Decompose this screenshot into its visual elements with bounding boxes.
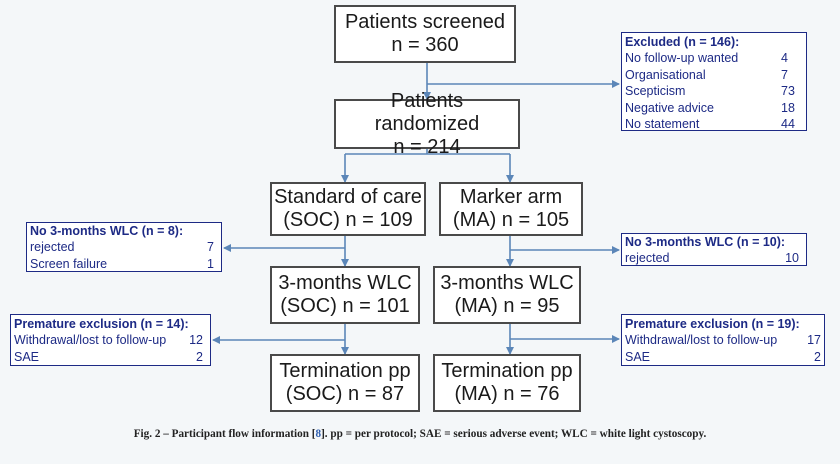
reason-count: 7 <box>207 240 214 255</box>
node-title: 3-months WLC <box>440 272 574 294</box>
node-title: Termination pp <box>441 360 573 382</box>
reason-label: No follow-up wanted <box>625 51 739 66</box>
node-standard-of-care: Standard of care (SOC) n = 109 <box>270 182 426 236</box>
list-item: Scepticism 73 <box>625 83 803 99</box>
soc-no-wlc-header: No 3-months WLC (n = 8): <box>30 224 184 238</box>
reason-label: rejected <box>625 251 670 266</box>
node-value: (SOC) n = 101 <box>280 295 410 317</box>
node-value: n = 214 <box>393 135 461 158</box>
list-item: Organisational 7 <box>625 67 803 83</box>
reason-count: 73 <box>781 84 795 99</box>
reason-label: rejected <box>30 240 75 255</box>
reason-label: Scepticism <box>625 84 686 99</box>
list-item: Withdrawal/lost to follow-up 12 <box>14 332 207 348</box>
node-ma-termination: Termination pp (MA) n = 76 <box>433 354 581 412</box>
reason-label: No statement <box>625 117 700 132</box>
reason-count: 2 <box>196 349 203 364</box>
node-title: Patients screened <box>344 11 506 33</box>
node-value: (MA) n = 95 <box>454 295 560 317</box>
reason-label: Screen failure <box>30 256 108 271</box>
ma-no-wlc-header: No 3-months WLC (n = 10): <box>625 235 786 249</box>
reason-label: Organisational <box>625 67 706 82</box>
list-item: Negative advice 18 <box>625 100 803 116</box>
list-item: SAE 2 <box>625 349 821 365</box>
soc-premature-header: Premature exclusion (n = 14): <box>14 317 189 331</box>
soc-no-wlc-box: No 3-months WLC (n = 8): rejected 7 Scree… <box>26 222 222 272</box>
reason-count: 17 <box>807 333 821 348</box>
reason-count: 18 <box>781 100 795 115</box>
node-marker-arm: Marker arm (MA) n = 105 <box>439 182 583 236</box>
reason-label: SAE <box>14 349 40 364</box>
excluded-header: Excluded (n = 146): <box>625 35 740 49</box>
excluded-box: Excluded (n = 146): No follow-up wanted 4… <box>621 32 807 131</box>
list-item: No statement 44 <box>625 116 803 132</box>
reason-count: 44 <box>781 117 795 132</box>
reason-count: 4 <box>781 51 788 66</box>
node-value: (SOC) n = 109 <box>283 209 413 231</box>
soc-premature-box: Premature exclusion (n = 14): Withdrawal… <box>10 314 211 366</box>
caption-reference-link[interactable]: 8 <box>315 428 322 440</box>
ma-premature-box: Premature exclusion (n = 19): Withdrawal… <box>621 314 825 366</box>
node-title: 3-months WLC <box>278 272 412 294</box>
node-patients-screened: Patients screened n = 360 <box>334 5 516 63</box>
figure-caption: Fig. 2 – Participant flow information [8… <box>0 428 840 440</box>
reason-count: 7 <box>781 67 788 82</box>
node-soc-termination: Termination pp (SOC) n = 87 <box>270 354 420 412</box>
caption-lead: Fig. 2 – Participant flow information [ <box>133 428 316 440</box>
node-value: (SOC) n = 87 <box>285 383 405 405</box>
node-title: Patients randomized <box>374 89 480 135</box>
list-item: Screen failure 1 <box>30 256 218 272</box>
ma-premature-header: Premature exclusion (n = 19): <box>625 317 800 331</box>
reason-label: SAE <box>625 349 651 364</box>
reason-count: 2 <box>814 349 821 364</box>
node-title: Termination pp <box>279 360 411 382</box>
list-item: No follow-up wanted 4 <box>625 50 803 66</box>
list-item: rejected 10 <box>625 250 803 266</box>
reason-count: 10 <box>785 251 799 266</box>
caption-tail: ]. pp = per protocol; SAE = serious adve… <box>321 428 707 440</box>
node-title: Marker arm <box>459 186 563 208</box>
node-title: Standard of care <box>274 186 422 208</box>
node-ma-wlc: 3-months WLC (MA) n = 95 <box>433 266 581 324</box>
ma-no-wlc-box: No 3-months WLC (n = 10): rejected 10 <box>621 233 807 266</box>
reason-label: Negative advice <box>625 100 714 115</box>
reason-count: 12 <box>189 333 203 348</box>
node-value: n = 360 <box>391 34 459 56</box>
list-item: Withdrawal/lost to follow-up 17 <box>625 332 821 348</box>
list-item: rejected 7 <box>30 239 218 255</box>
node-value: (MA) n = 105 <box>452 209 570 231</box>
reason-label: Withdrawal/lost to follow-up <box>625 333 778 348</box>
node-value: (MA) n = 76 <box>454 383 560 405</box>
reason-count: 1 <box>207 256 214 271</box>
node-soc-wlc: 3-months WLC (SOC) n = 101 <box>270 266 420 324</box>
reason-label: Withdrawal/lost to follow-up <box>14 333 167 348</box>
node-patients-randomized: Patients randomized n = 214 <box>334 90 520 158</box>
list-item: SAE 2 <box>14 349 207 365</box>
